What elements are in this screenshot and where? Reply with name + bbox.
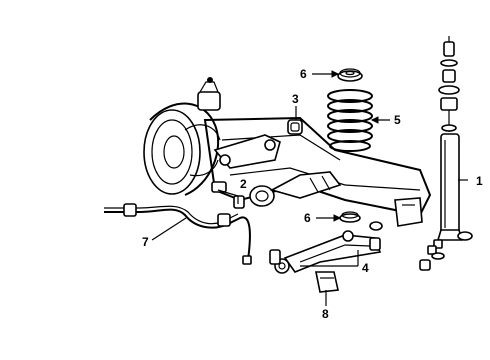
spring-insulator-top [337, 68, 363, 82]
brake-rotor-assembly [143, 77, 221, 196]
leader-7 [151, 217, 187, 241]
callout-3: 3 [292, 92, 299, 106]
upper-control-arm [213, 134, 281, 169]
callout-6-bottom: 6 [304, 211, 311, 225]
arrow-5 [370, 116, 379, 124]
leader-2a [217, 189, 239, 197]
bushing-part-8 [315, 271, 339, 293]
callout-6-top: 6 [300, 67, 307, 81]
frame-rail [203, 116, 432, 227]
shock-absorber [436, 36, 473, 241]
bushing-part-3 [287, 119, 303, 135]
shock-lower-hardware [419, 239, 445, 271]
arrow-6-bottom [333, 214, 342, 222]
spring-insulator-bottom [339, 211, 361, 223]
callout-8: 8 [322, 307, 329, 321]
callout-5: 5 [394, 113, 401, 127]
arrow-6-top [331, 70, 340, 78]
callout-4: 4 [362, 261, 369, 275]
lower-arm-bushing [249, 171, 342, 207]
callout-2: 2 [240, 177, 247, 191]
stabilizer-bar [104, 203, 281, 265]
bushing-part-2 [211, 181, 245, 209]
coil-spring [327, 89, 373, 152]
callout-7: 7 [142, 235, 149, 249]
lower-control-arm [274, 221, 383, 274]
callout-1: 1 [476, 174, 483, 188]
